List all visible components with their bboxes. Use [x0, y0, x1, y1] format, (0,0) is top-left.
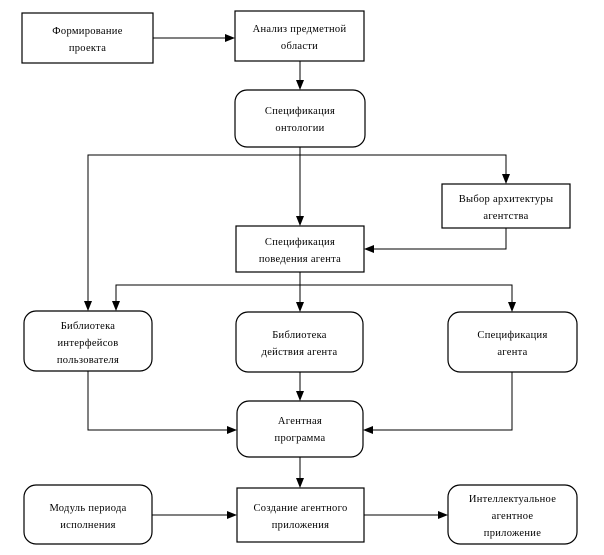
- node-label-line: поведения агента: [259, 254, 341, 265]
- edge-biblioteka-interfeysov-to-agentnaya-programma: [87, 371, 237, 434]
- node-label-line: интерфейсов: [58, 338, 119, 349]
- edge-specifikaciya-povedeniya-to-biblioteka-deystviya: [296, 272, 304, 312]
- node-biblioteka-deystviya-agenta[interactable]: Библиотека действия агента: [235, 311, 364, 373]
- edge-sozdanie-prilozheniya-to-intellektualnoe-prilozhenie: [364, 511, 448, 519]
- node-intellektualnoe-agentnoe-prilozhenie[interactable]: Интеллектуальное агентное приложение: [447, 484, 578, 545]
- node-biblioteka-interfeysov-polzovatelya[interactable]: Библиотека интерфейсов пользователя: [23, 310, 153, 372]
- node-label-line: Спецификация: [265, 106, 335, 117]
- edge-specifikaciya-povedeniya-to-specifikaciya-agenta: [300, 284, 516, 312]
- node-label-line: приложение: [484, 528, 541, 539]
- node-label-line: области: [281, 41, 318, 52]
- node-label-line: Анализ предметной: [253, 24, 347, 35]
- node-label-line: Модуль периода: [49, 503, 126, 514]
- node-label-line: Спецификация: [265, 237, 335, 248]
- edge-modul-perioda-to-sozdanie-prilozheniya: [152, 511, 237, 519]
- edge-ontologiya-to-specifikaciya-povedeniya: [296, 147, 304, 226]
- node-label-line: приложения: [272, 520, 330, 531]
- node-label-line: Спецификация: [477, 330, 547, 341]
- edge-agentnaya-programma-to-sozdanie-prilozheniya: [296, 457, 304, 488]
- node-vybor-arhitektury-agentstva[interactable]: Выбор архитектуры агентства: [441, 183, 571, 229]
- edge-analiz-to-ontologiya: [296, 61, 304, 90]
- edge-specifikaciya-povedeniya-to-biblioteka-interfeysov: [112, 272, 301, 311]
- edge-layer: [84, 34, 516, 519]
- node-specifikaciya-povedeniya-agenta[interactable]: Спецификация поведения агента: [235, 225, 365, 273]
- edge-ontologiya-to-vybor-arhitektury: [299, 147, 510, 184]
- node-label-line: Выбор архитектуры: [459, 194, 554, 205]
- node-label-line: Интеллектуальное: [469, 494, 556, 505]
- node-label-line: программа: [275, 433, 326, 444]
- node-label-line: агентное: [492, 511, 534, 522]
- node-specifikaciya-ontologii[interactable]: Спецификация онтологии: [234, 89, 366, 148]
- node-label-line: Создание агентного: [254, 503, 348, 514]
- node-specifikaciya-agenta[interactable]: Спецификация агента: [447, 311, 578, 373]
- node-label-line: агента: [497, 347, 527, 358]
- edge-specifikaciya-agenta-to-agentnaya-programma: [363, 372, 513, 434]
- node-analiz-predmetnoy-oblasti[interactable]: Анализ предметной области: [234, 10, 365, 62]
- edge-ontologiya-to-biblioteka-interfeysov: [84, 154, 300, 311]
- node-label-line: Библиотека: [61, 321, 116, 332]
- node-label-line: Формирование: [52, 26, 122, 37]
- edge-formirovanie-to-analiz: [153, 34, 235, 42]
- node-formirovanie-proekta[interactable]: Формирование проекта: [21, 12, 154, 64]
- node-label-line: действия агента: [262, 347, 338, 358]
- node-agentnaya-programma[interactable]: Агентная программа: [236, 400, 364, 458]
- node-sozdanie-agentnogo-prilozheniya[interactable]: Создание агентного приложения: [236, 487, 365, 543]
- node-label-line: исполнения: [60, 520, 116, 531]
- node-label-line: онтологии: [275, 123, 324, 134]
- node-label-line: пользователя: [57, 355, 119, 366]
- node-label-line: Агентная: [278, 416, 322, 427]
- node-label-line: агентства: [483, 211, 528, 222]
- node-layer: Формирование проекта Анализ предметной о…: [21, 10, 578, 545]
- node-label-line: проекта: [69, 43, 106, 54]
- node-modul-perioda-ispolneniya[interactable]: Модуль периода исполнения: [23, 484, 153, 545]
- edge-biblioteka-deystviya-to-agentnaya-programma: [296, 372, 304, 401]
- node-label-line: Библиотека: [272, 330, 327, 341]
- edge-vybor-arhitektury-to-specifikaciya-povedeniya: [364, 228, 507, 253]
